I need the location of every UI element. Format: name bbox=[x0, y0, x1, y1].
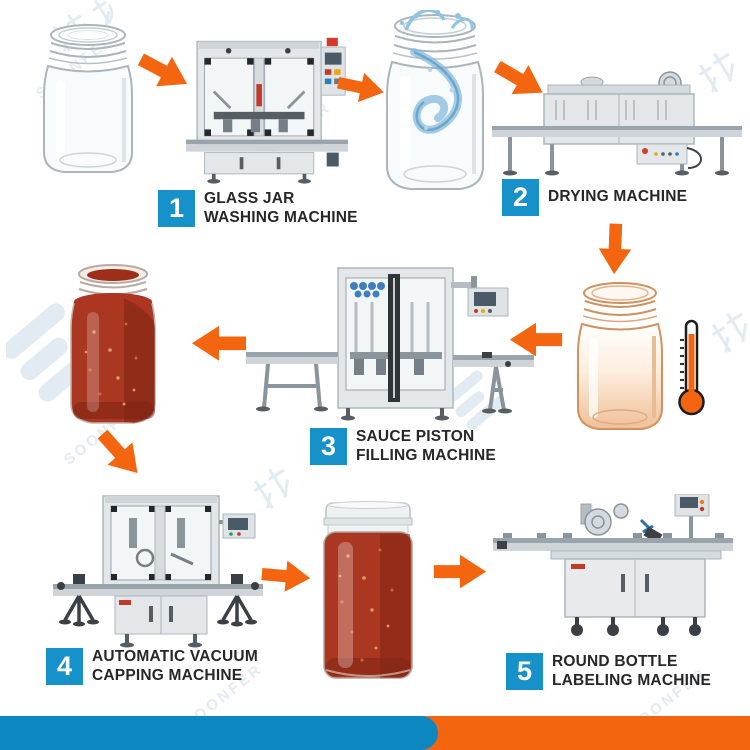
step-3-label: 3 SAUCE PISTON FILLING MACHINE bbox=[310, 428, 496, 465]
watermark-cjk-icon bbox=[703, 303, 750, 360]
flow-arrow-icon bbox=[87, 420, 154, 488]
hot-sterilized-jar-image bbox=[577, 282, 663, 430]
labeling-machine-illustration bbox=[493, 494, 733, 636]
rinsed-jar-water-splash-image bbox=[386, 10, 484, 190]
step-2-label: 2 DRYING MACHINE bbox=[502, 179, 687, 216]
step-5-title-line1: ROUND BOTTLE bbox=[552, 653, 678, 671]
flow-arrow-icon bbox=[190, 323, 248, 364]
flow-arrow-icon bbox=[595, 221, 635, 276]
empty-glass-jar-image bbox=[43, 24, 133, 173]
step-4-title-line2: CAPPING MACHINE bbox=[92, 666, 243, 684]
capped-sauce-jar-image bbox=[323, 501, 413, 679]
flow-arrow-icon bbox=[130, 41, 198, 102]
thermometer-icon bbox=[678, 319, 705, 416]
flow-arrow-icon bbox=[508, 320, 564, 359]
footer-orange-stripe bbox=[410, 716, 750, 750]
step-5-title-line2: LABELING MACHINE bbox=[552, 671, 712, 689]
step-1-label: 1 GLASS JAR WASHING MACHINE bbox=[158, 190, 358, 227]
washing-machine-illustration bbox=[186, 37, 348, 184]
step-1-number-badge: 1 bbox=[158, 190, 195, 227]
step-1-title-line2: WASHING MACHINE bbox=[204, 208, 358, 226]
step-3-number-badge: 3 bbox=[310, 428, 347, 465]
step-4-label: 4 AUTOMATIC VACUUM CAPPING MACHINE bbox=[46, 648, 258, 685]
drying-machine-illustration bbox=[492, 71, 742, 176]
flow-arrow-icon bbox=[333, 65, 389, 110]
filling-machine-illustration bbox=[246, 267, 534, 421]
step-5-label: 5 ROUND BOTTLE LABELING MACHINE bbox=[506, 653, 711, 690]
step-4-title-line1: AUTOMATIC VACUUM bbox=[92, 648, 258, 666]
step-2-title-line1: DRYING MACHINE bbox=[548, 188, 688, 206]
filled-sauce-jar-image bbox=[70, 264, 156, 424]
step-1-title-line1: GLASS JAR bbox=[204, 190, 295, 208]
step-3-title-line1: SAUCE PISTON bbox=[356, 428, 475, 446]
step-4-number-badge: 4 bbox=[46, 648, 83, 685]
flow-arrow-icon bbox=[259, 556, 314, 597]
step-5-number-badge: 5 bbox=[506, 653, 543, 690]
flow-arrow-icon bbox=[486, 49, 554, 111]
flow-arrow-icon bbox=[432, 552, 488, 591]
capping-machine-illustration bbox=[53, 495, 263, 648]
footer-blue-stripe bbox=[0, 716, 438, 750]
step-2-number-badge: 2 bbox=[502, 179, 539, 216]
step-3-title-line2: FILLING MACHINE bbox=[356, 446, 496, 464]
